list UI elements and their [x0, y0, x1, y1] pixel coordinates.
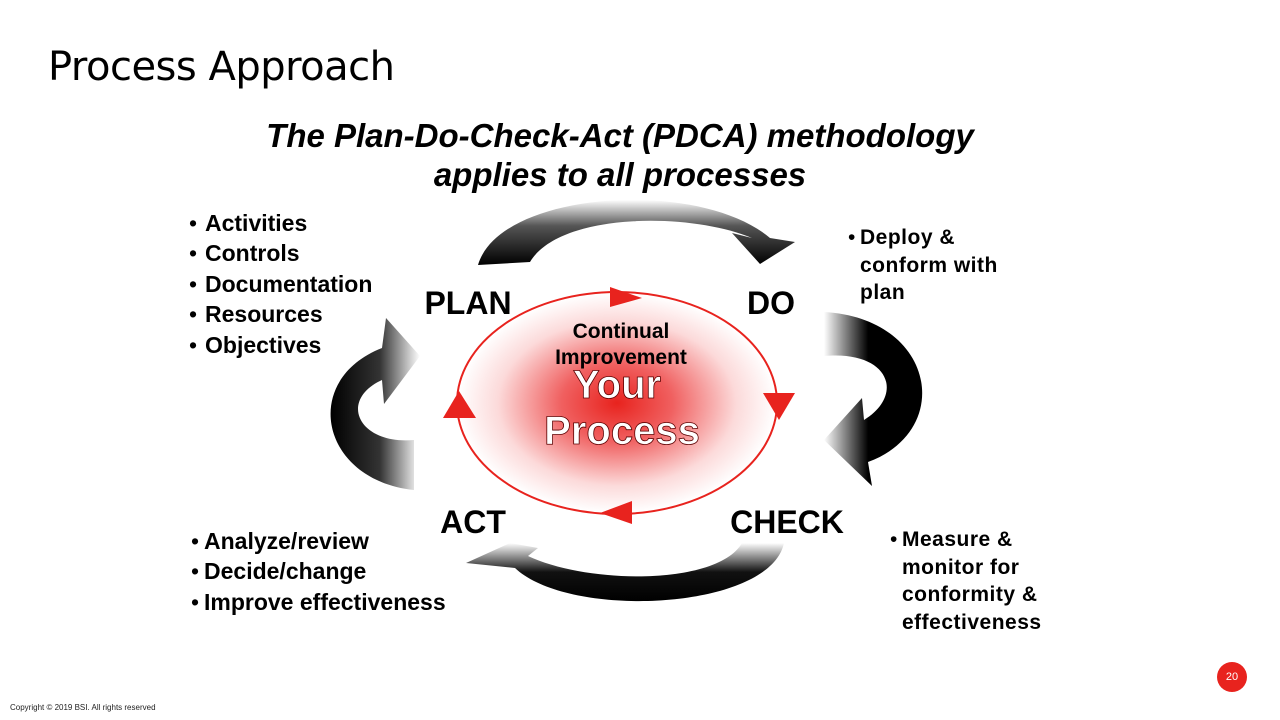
- cycle-arrowhead-right: [763, 393, 795, 420]
- page-number-badge: 20: [1217, 662, 1247, 692]
- stage-label-plan: PLAN: [424, 285, 511, 321]
- list-item: Decide/change: [191, 556, 446, 587]
- copyright-notice: Copyright © 2019 BSI. All rights reserve…: [10, 703, 156, 712]
- list-item: Objectives: [189, 330, 372, 361]
- list-item: Improve effectiveness: [191, 587, 446, 618]
- slide-subtitle: The Plan-Do-Check-Act (PDCA) methodology…: [0, 116, 1240, 194]
- check-to-act-arrow: [466, 543, 784, 602]
- subtitle-line-2: applies to all processes: [433, 156, 807, 193]
- stage-label-act: ACT: [440, 504, 506, 540]
- list-item: Resources: [189, 299, 372, 330]
- improvement-label: Improvement: [555, 346, 687, 369]
- list-item: Measure & monitor for conformity & effec…: [890, 526, 1090, 636]
- stage-label-check: CHECK: [730, 504, 844, 540]
- cycle-arrowhead-top: [610, 287, 642, 307]
- act-bullet-list: Analyze/review Decide/change Improve eff…: [191, 526, 446, 618]
- check-bullet-list: Measure & monitor for conformity & effec…: [890, 526, 1090, 636]
- list-item: Controls: [189, 238, 372, 269]
- center-glow-ellipse: [458, 293, 776, 513]
- list-item: Deploy & conform with plan: [848, 224, 998, 307]
- plan-to-do-arrow: [478, 199, 795, 265]
- process-label: Process: [544, 409, 700, 453]
- cycle-arrowhead-left: [443, 391, 476, 418]
- plan-bullet-list: Activities Controls Documentation Resour…: [189, 208, 372, 360]
- list-item: Analyze/review: [191, 526, 446, 557]
- list-item: Activities: [189, 208, 372, 239]
- do-to-check-arrow: [824, 312, 923, 486]
- slide-title: Process Approach: [48, 44, 395, 90]
- continual-label: Continual: [573, 320, 670, 343]
- your-label: Your: [573, 363, 661, 407]
- cycle-arrowhead-bottom: [600, 501, 632, 524]
- act-to-plan-arrow: [330, 318, 420, 490]
- subtitle-line-1: The Plan-Do-Check-Act (PDCA) methodology: [266, 117, 974, 154]
- stage-label-do: DO: [747, 285, 795, 321]
- list-item: Documentation: [189, 269, 372, 300]
- do-bullet-list: Deploy & conform with plan: [848, 224, 998, 307]
